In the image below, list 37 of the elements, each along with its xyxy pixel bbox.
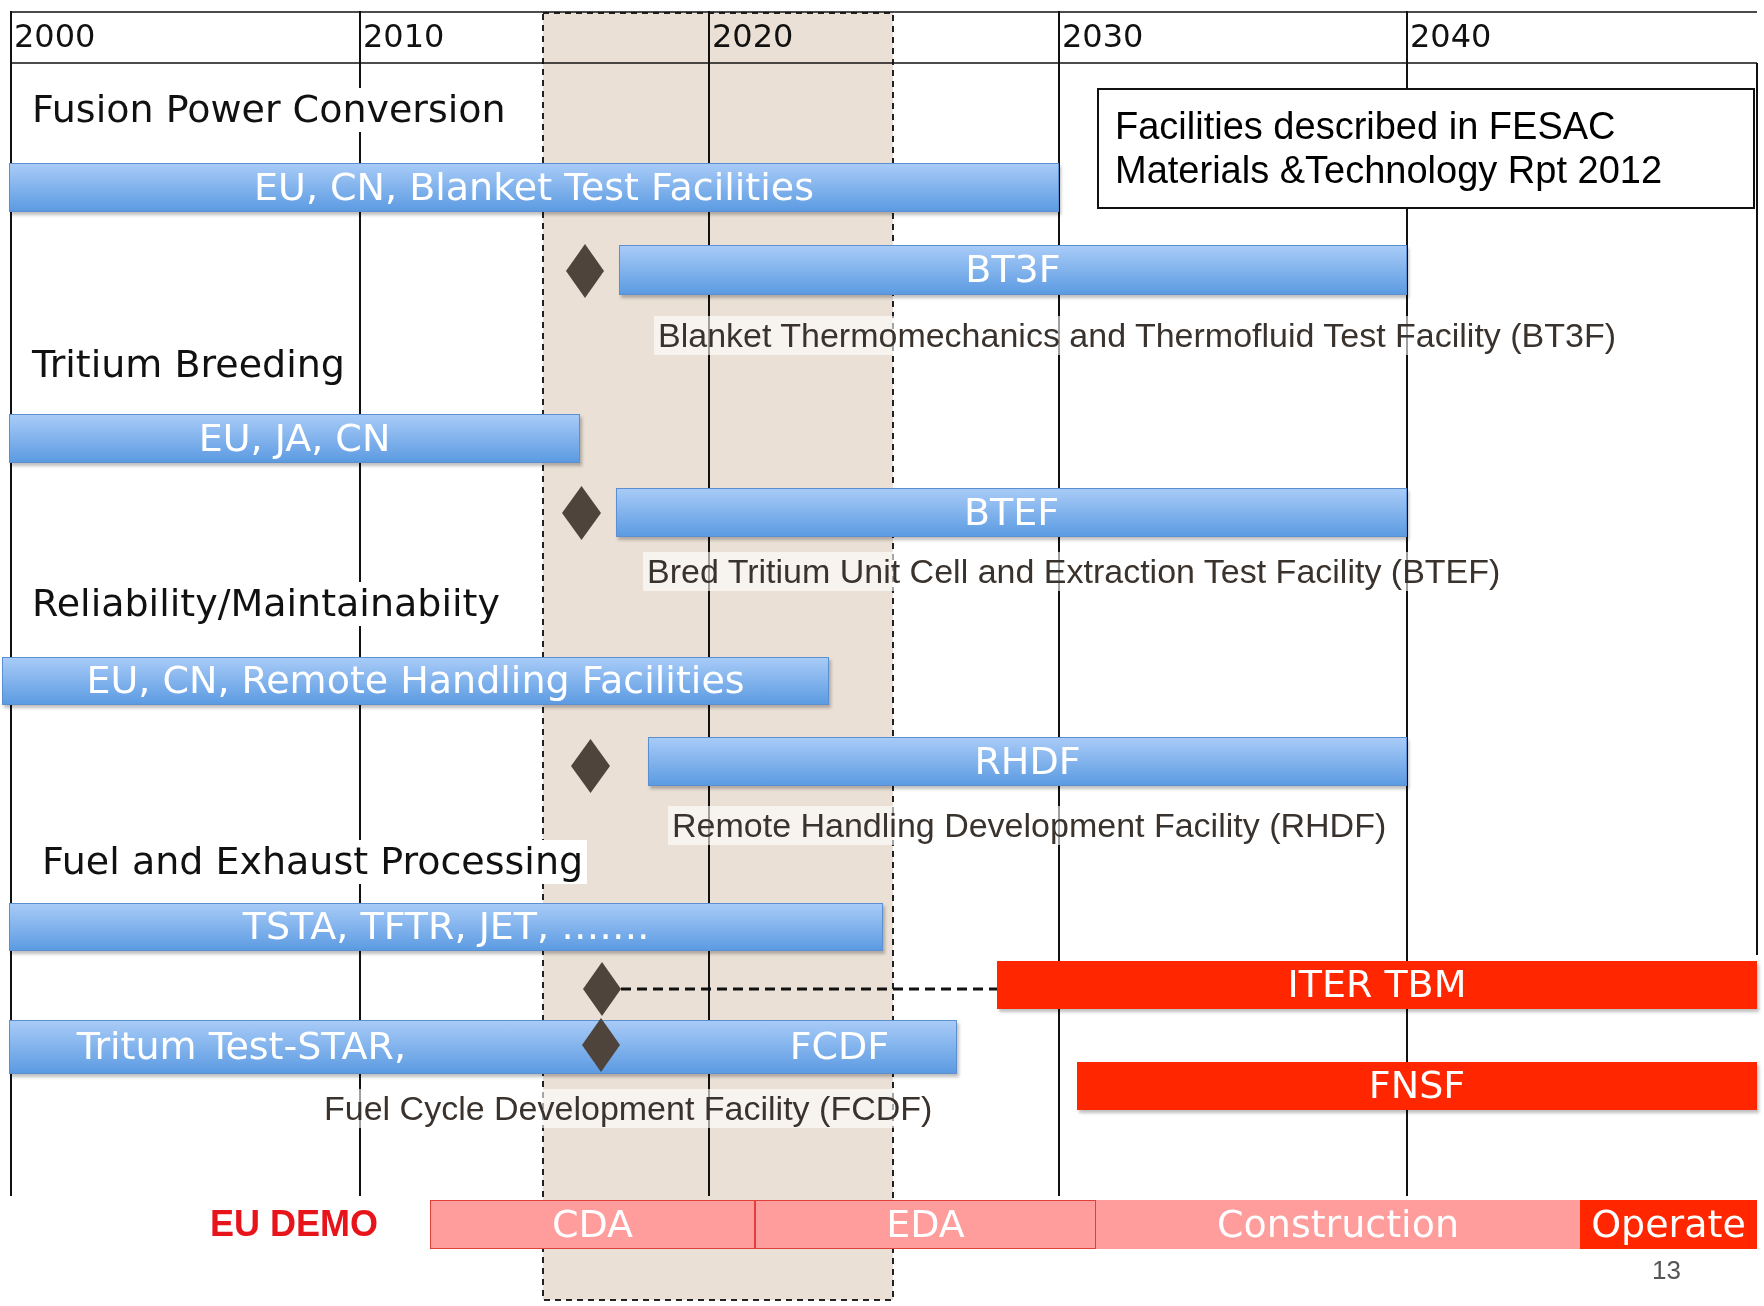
year-label: 2030	[1062, 18, 1144, 55]
page-number: 13	[1652, 1256, 1681, 1286]
timeline-bar	[9, 1020, 957, 1074]
timeline-bar	[9, 414, 580, 463]
timeline-bar	[619, 245, 1407, 295]
bar-label: FNSF	[1368, 1064, 1466, 1108]
timeline-bar	[648, 737, 1407, 786]
timeline-bar	[2, 657, 829, 705]
bar-label: BT3F	[965, 248, 1061, 292]
timeline-bar	[1580, 1200, 1757, 1249]
year-label: 2020	[712, 18, 794, 55]
timeline-bar	[755, 1200, 1096, 1249]
bar-label: RHDF	[974, 739, 1081, 784]
bar-label: CDA	[551, 1202, 634, 1247]
year-label: 2000	[14, 18, 96, 55]
bar-label: FCDF	[789, 1025, 890, 1069]
timeline-bar	[1096, 1200, 1580, 1249]
timeline-bar	[997, 961, 1757, 1009]
bar-label: Construction	[1217, 1202, 1459, 1247]
timeline-bar	[430, 1200, 755, 1249]
bar-label: EU, JA, CN	[198, 416, 391, 461]
timeline-bar	[1077, 1062, 1757, 1110]
bar-label: Operate	[1591, 1202, 1746, 1247]
bar-label: EU, CN, Blanket Test Facilities	[254, 165, 814, 210]
note-box: Facilities described in FESAC Materials &Technology Rpt 2012	[1097, 88, 1755, 209]
bar-label: Tritum Test-STAR,	[76, 1025, 407, 1069]
bar-label: EU, CN, Remote Handling Facilities	[86, 659, 745, 703]
timeline-bar	[9, 903, 883, 951]
timeline-bar	[616, 488, 1407, 537]
bar-label: TSTA, TFTR, JET, …….	[242, 905, 650, 949]
bar-label: ITER TBM	[1287, 963, 1467, 1007]
year-label: 2010	[363, 18, 445, 55]
bar-label: EDA	[886, 1202, 965, 1247]
dashed-connector	[621, 987, 997, 991]
timeline-bar	[9, 163, 1059, 212]
bar-label: BTEF	[963, 490, 1060, 535]
year-label: 2040	[1410, 18, 1492, 55]
